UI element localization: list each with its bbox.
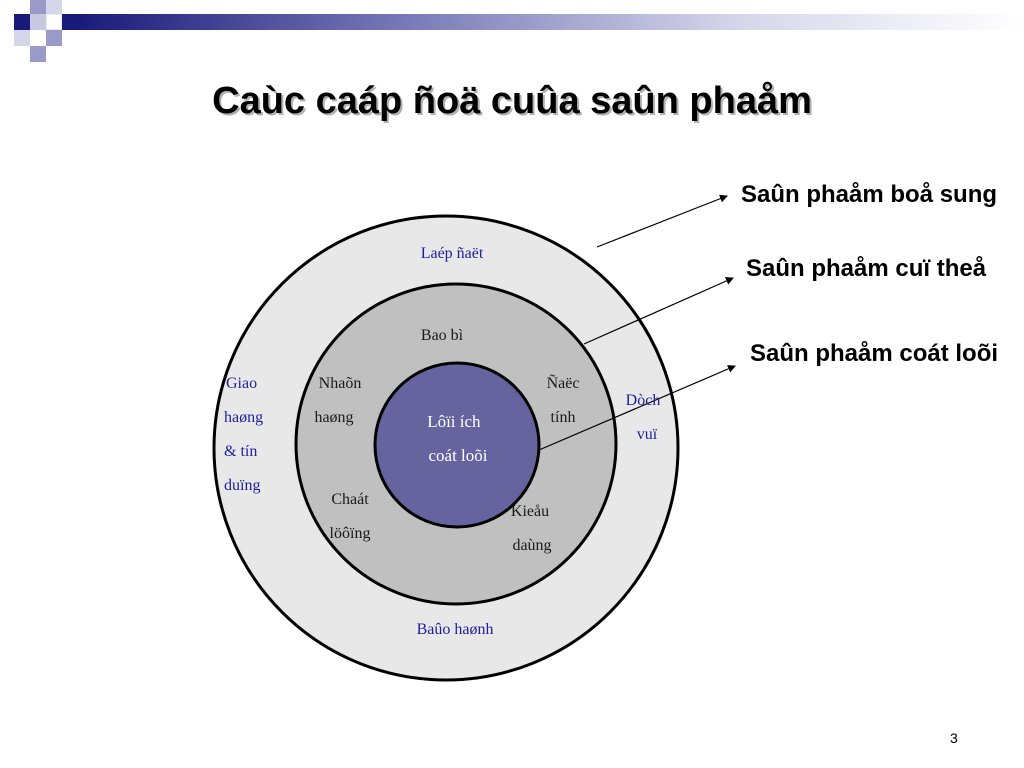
corner-decoration <box>14 0 1024 62</box>
slide-title: Caùc caáp ñoä cuûa saûn phaåm <box>212 80 812 122</box>
label-brand-name: Nhaõn haøng <box>314 375 365 426</box>
label-warranty: Baûo haønh <box>417 621 494 638</box>
corner-square <box>14 30 30 46</box>
corner-square <box>14 14 30 30</box>
corner-square <box>30 14 46 30</box>
label-design: Kieåu daùng <box>511 503 553 554</box>
corner-square <box>30 0 46 14</box>
arrow-augmented <box>596 194 728 248</box>
core-circle <box>373 361 541 529</box>
label-delivery-credit: Giao haøng & tín duïng <box>224 375 267 494</box>
corner-square <box>46 30 62 46</box>
page-number: 3 <box>950 730 958 746</box>
caption-augmented-product: Saûn phaåm boå sung <box>741 181 998 208</box>
caption-core-product: Saûn phaåm coát loõi <box>750 340 999 367</box>
label-features: Ñaëc tính <box>547 374 584 426</box>
arrow-core <box>538 365 736 451</box>
top-gradient-band <box>78 14 1024 30</box>
label-core-benefit: Lôïi ích coát loõi <box>427 412 488 465</box>
label-service: Dòch vuï <box>626 392 665 443</box>
label-packaging: Bao bì <box>421 327 464 344</box>
corner-square <box>62 14 78 30</box>
label-installation: Laép ñaët <box>421 245 484 262</box>
arrow-actual <box>583 277 734 345</box>
label-quality: Chaát löôïng <box>330 491 373 542</box>
caption-actual-product: Saûn phaåm cuï theå <box>746 255 987 282</box>
corner-square <box>30 46 46 62</box>
corner-square <box>46 0 62 14</box>
